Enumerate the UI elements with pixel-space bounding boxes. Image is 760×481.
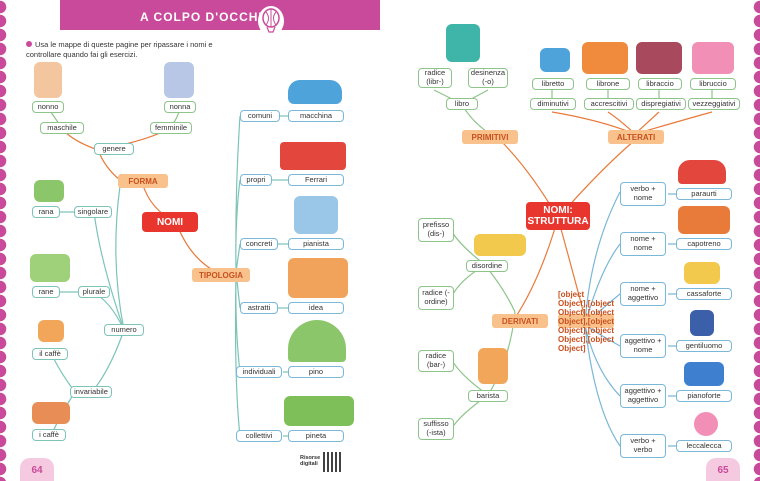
intro-text: Usa le mappe di queste pagine per ripass… (26, 40, 213, 59)
barista-node: barista (468, 390, 508, 402)
frog-illustration (34, 180, 64, 202)
heart-book-illustration (692, 42, 734, 74)
librone-node: librone (586, 78, 630, 90)
maschile-node: maschile (40, 122, 84, 134)
coffee-cups-illustration (32, 402, 70, 424)
pineta-node: pineta (288, 430, 344, 442)
idea-node: idea (288, 302, 344, 314)
grandmother-illustration (164, 62, 194, 98)
disordine-node: disordine (466, 260, 508, 272)
safe-illustration (684, 262, 720, 284)
book-illustration (446, 24, 480, 62)
composto-type-6: verbo + verbo (620, 434, 666, 458)
pianoforte-node: pianoforte (676, 390, 732, 402)
radice-libr-node: radice (libr-) (418, 68, 452, 88)
genere-node: genere (94, 143, 134, 155)
numero-node: numero (104, 324, 144, 336)
nonno-node: nonno (32, 101, 64, 113)
small-books-illustration (540, 48, 570, 72)
composti-node: [object Object],[object Object],[object … (558, 290, 614, 353)
nomi-struttura-node: NOMI: STRUTTURA (526, 202, 590, 230)
astratti-node: astratti (240, 302, 278, 314)
i-caffe-node: i caffè (32, 429, 66, 441)
collettivi-node: collettivi (236, 430, 282, 442)
composto-type-4: aggettivo + nome (620, 334, 666, 358)
ferrari-node: Ferrari (288, 174, 344, 186)
femminile-node: femminile (150, 122, 192, 134)
gentleman-illustration (690, 310, 714, 336)
dispregiativi-node: dispregiativi (636, 98, 686, 110)
pine-tree-illustration (288, 320, 346, 362)
vezzeggiativi-node: vezzeggiativi (688, 98, 740, 110)
libruccio-node: libruccio (690, 78, 736, 90)
messy-pile-illustration (474, 234, 526, 256)
prefisso-node: prefisso (dis-) (418, 218, 454, 242)
train-conductor-illustration (678, 206, 730, 234)
radice-bar-node: radice (bar-) (418, 350, 454, 372)
idea-girl-illustration (288, 258, 348, 298)
composto-type-3: nome + aggettivo (620, 282, 666, 306)
torn-book-illustration (636, 42, 682, 74)
bumper-car-illustration (678, 160, 726, 184)
derivati-node: DERIVATI (492, 314, 548, 328)
cassaforte-node: cassaforte (676, 288, 732, 300)
car-illustration (288, 80, 342, 104)
balloon-icon (258, 6, 284, 36)
primitivi-node: PRIMITIVI (462, 130, 518, 144)
big-book-illustration (582, 42, 628, 74)
individuali-node: individuali (236, 366, 282, 378)
accrescitivi-node: accrescitivi (584, 98, 634, 110)
forma-node: FORMA (118, 174, 168, 188)
composto-type-5: aggettivo + aggettivo (620, 384, 666, 408)
frogs-illustration (30, 254, 70, 282)
piano-illustration (684, 362, 724, 386)
plurale-node: plurale (78, 286, 110, 298)
gentiluomo-node: gentiluomo (676, 340, 732, 352)
page-number-right: 65 (706, 458, 740, 481)
lollipop-illustration (694, 412, 718, 436)
libretto-node: libretto (532, 78, 574, 90)
il-caffe-node: il caffè (32, 348, 68, 360)
capotreno-node: capotreno (676, 238, 732, 250)
comuni-node: comuni (240, 110, 280, 122)
pino-node: pino (288, 366, 344, 378)
barista-illustration (478, 348, 508, 384)
radice-ordine-node: radice (-ordine) (418, 286, 454, 310)
desinenza-node: desinenza (-o) (468, 68, 508, 88)
page-number-left: 64 (20, 458, 54, 481)
rane-node: rane (32, 286, 60, 298)
pianist-illustration (294, 196, 338, 234)
suffisso-node: suffisso (-ista) (418, 418, 454, 440)
propri-node: propri (240, 174, 272, 186)
paraurti-node: paraurti (676, 188, 732, 200)
concreti-node: concreti (240, 238, 278, 250)
diminutivi-node: diminutivi (530, 98, 576, 110)
left-border (0, 0, 14, 481)
invariabile-node: invariabile (70, 386, 112, 398)
header-bar (60, 0, 380, 30)
pianista-node: pianista (288, 238, 344, 250)
pine-forest-illustration (284, 396, 354, 426)
macchina-node: macchina (288, 110, 344, 122)
risorse-digitali-label: Risorse digitali (300, 455, 321, 468)
coffee-cup-illustration (38, 320, 64, 342)
libro-node: libro (446, 98, 478, 110)
grandfather-illustration (34, 62, 62, 98)
qr-code[interactable] (323, 452, 343, 472)
nonna-node: nonna (164, 101, 196, 113)
composto-type-2: nome + nome (620, 232, 666, 256)
composto-type-1: verbo + nome (620, 182, 666, 206)
race-car-illustration (280, 142, 346, 170)
rana-node: rana (32, 206, 60, 218)
tipologia-node: TIPOLOGIA (192, 268, 250, 282)
nomi-node: NOMI (142, 212, 198, 232)
libraccio-node: libraccio (638, 78, 682, 90)
page-title: A COLPO D'OCCHIO (140, 10, 274, 24)
alterati-node: ALTERATI (608, 130, 664, 144)
singolare-node: singolare (74, 206, 112, 218)
leccalecca-node: leccalecca (676, 440, 732, 452)
